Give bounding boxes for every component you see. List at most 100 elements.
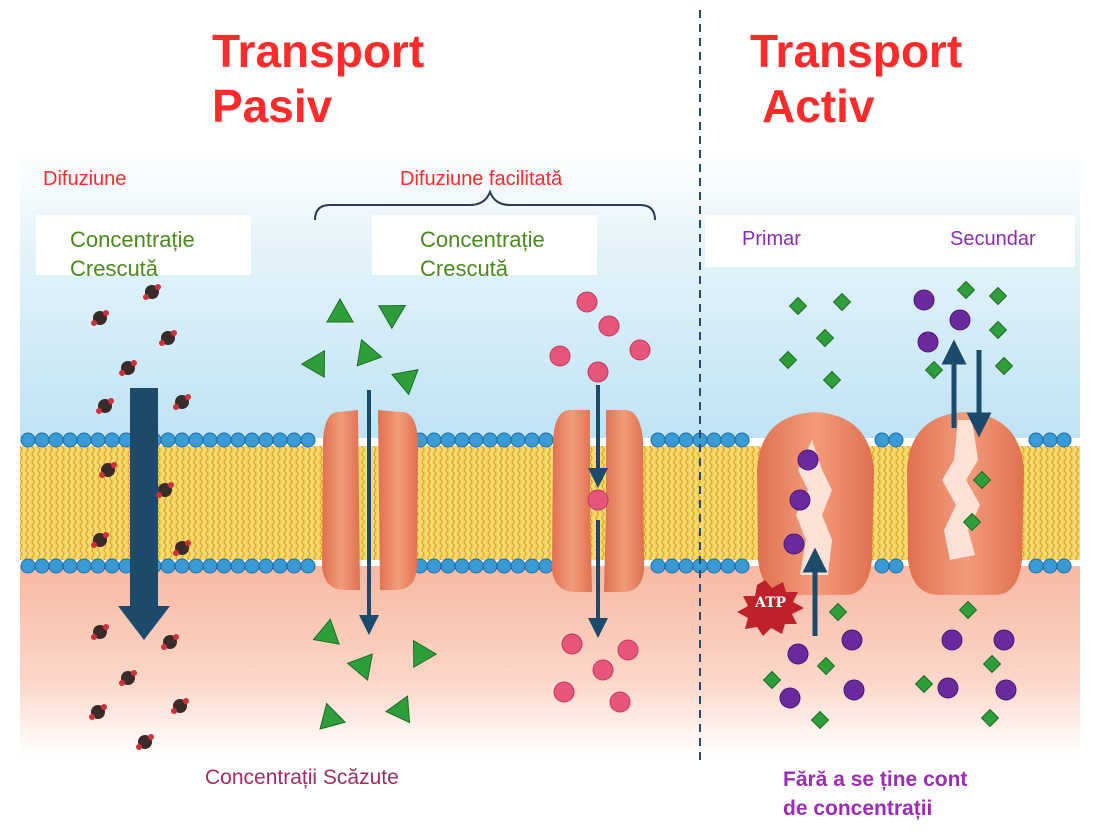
channel-solute	[377, 304, 407, 330]
lipid-head	[160, 432, 176, 448]
lipid-head	[468, 558, 484, 574]
lipid-head	[440, 558, 456, 574]
solute-atom	[168, 482, 174, 488]
lipid-head	[20, 558, 36, 574]
lipid-head	[664, 432, 680, 448]
low-concentration-label: Concentrații Scăzute	[205, 766, 399, 789]
channel-solute	[385, 695, 411, 724]
solute-atom	[103, 310, 109, 316]
lipid-head	[286, 558, 302, 574]
lipid-head	[174, 558, 190, 574]
secondary-pump-protein	[907, 412, 1024, 595]
diffusion-label: Difuziune	[43, 168, 127, 190]
carrier-solute	[598, 315, 620, 337]
lipid-head	[678, 432, 694, 448]
active-footer-line2: de concentrații	[783, 797, 933, 820]
solute-atom	[119, 680, 125, 686]
cotransport-solute	[914, 674, 934, 694]
lipid-head	[188, 432, 204, 448]
solute-atom	[183, 698, 189, 704]
intracellular-region	[20, 566, 1080, 756]
solute-atom	[143, 294, 149, 300]
facilitated-brace	[314, 189, 656, 221]
pumped-solute	[993, 629, 1015, 651]
cotransport-solute	[980, 708, 1000, 728]
lipid-head	[258, 432, 274, 448]
carrier-solute	[587, 489, 609, 511]
solute-atom	[131, 670, 137, 676]
lipid-head	[20, 432, 36, 448]
pumped-solute	[949, 309, 971, 331]
solute-atom	[91, 542, 97, 548]
lipid-head	[62, 432, 78, 448]
lipid-head	[104, 432, 120, 448]
cotransport-solute	[956, 280, 976, 300]
solute-atom	[111, 462, 117, 468]
lipid-heads-top	[20, 432, 1072, 448]
lipid-head	[90, 432, 106, 448]
cotransport-solute	[988, 286, 1008, 306]
atp-burst	[737, 580, 804, 636]
high-conc-middle-line2: Crescută	[420, 256, 509, 281]
cotransport-solute	[810, 710, 830, 730]
lipid-head	[734, 558, 750, 574]
lipid-head	[104, 558, 120, 574]
lipid-head	[888, 432, 904, 448]
solute-atom	[156, 492, 162, 498]
lipid-head	[244, 432, 260, 448]
lipid-head	[538, 432, 554, 448]
lipid-head	[720, 432, 736, 448]
lipid-head	[496, 432, 512, 448]
solute-atom	[185, 540, 191, 546]
lipid-head	[188, 558, 204, 574]
solute-atom	[131, 360, 137, 366]
lipid-head	[706, 558, 722, 574]
lipid-head	[524, 558, 540, 574]
lipid-head	[1042, 558, 1058, 574]
cotransport-solute	[994, 356, 1014, 376]
lipid-head	[678, 558, 694, 574]
lipid-head	[496, 558, 512, 574]
lipid-head	[202, 432, 218, 448]
solute-atom	[103, 532, 109, 538]
lipid-head	[300, 558, 316, 574]
pumped-solute	[843, 679, 865, 701]
lipid-head	[286, 432, 302, 448]
solute-atom	[155, 284, 161, 290]
lipid-head	[300, 432, 316, 448]
cotransport-solute	[828, 602, 848, 622]
cotransport-solute	[958, 600, 978, 620]
lipid-head	[62, 558, 78, 574]
active-title-line2: Activ	[762, 80, 875, 132]
lipid-bilayer	[20, 432, 1080, 574]
solute-atom	[148, 734, 154, 740]
lipid-head	[48, 558, 64, 574]
facilitated-diffusion-label: Difuziune facilitată	[400, 168, 563, 190]
pumped-solute	[995, 679, 1017, 701]
lipid-head	[706, 432, 722, 448]
channel-solute	[326, 297, 354, 323]
solute-atom	[136, 744, 142, 750]
solute-atom	[159, 340, 165, 346]
high-conc-box-middle	[372, 215, 597, 275]
solute-atom	[173, 634, 179, 640]
lipid-head	[1056, 432, 1072, 448]
lipid-head	[272, 558, 288, 574]
atp-label: ATP	[755, 595, 787, 611]
lipid-head	[538, 558, 554, 574]
solute-atom	[108, 398, 114, 404]
high-conc-box-left	[36, 215, 251, 275]
channel-solute	[319, 702, 347, 730]
lipid-head	[454, 432, 470, 448]
lipid-heads-bottom	[20, 558, 1072, 574]
solute-atom	[171, 330, 177, 336]
lipid-head	[244, 558, 260, 574]
cotransport-solute	[762, 670, 782, 690]
lipid-head	[426, 558, 442, 574]
cotransport-solute	[962, 512, 982, 532]
lipid-head	[510, 432, 526, 448]
pumped-solute	[841, 629, 863, 651]
lipid-head	[34, 558, 50, 574]
